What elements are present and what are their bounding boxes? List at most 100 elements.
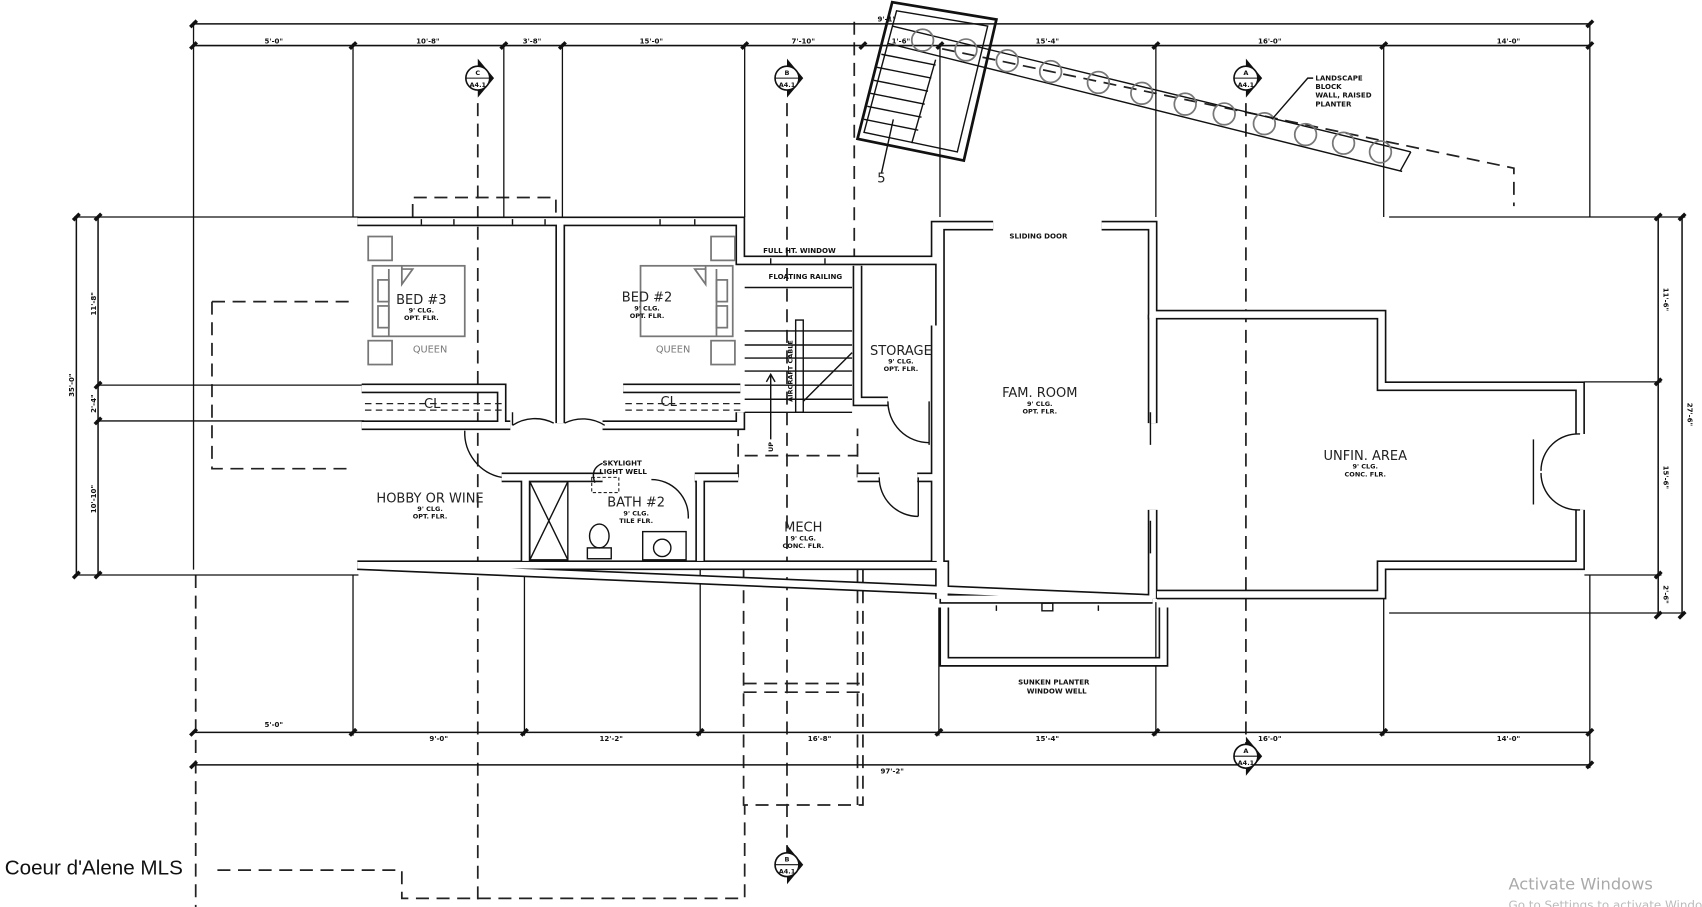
room-ceiling: 9' CLG. (791, 534, 817, 542)
section-sheet: A4.1 (779, 867, 796, 875)
room-ceiling: 9' CLG. (409, 306, 434, 314)
dim-right-overall: 27'-6" (1685, 403, 1694, 426)
room-name: STORAGE (870, 344, 932, 359)
room-floor: TILE FLR. (619, 517, 653, 525)
planter-note-2: WINDOW WELL (1027, 686, 1087, 695)
walls (357, 216, 1585, 667)
room-name: HOBBY OR WINE (376, 491, 483, 506)
room-ceiling: 9' CLG. (888, 357, 914, 365)
dimension-lines-right: 11'-6" 15'-6" 2'-6" 27'-6" (1389, 212, 1694, 620)
interior-stairs: AIRCRAFT CABLE UP (744, 286, 853, 452)
bed2-closet-label: CL (661, 395, 678, 410)
dim-left-overall: 35'-0" (67, 373, 76, 396)
dim-left-1: 11'-8" (89, 292, 98, 315)
room-name: UNFIN. AREA (1323, 449, 1407, 464)
section-letter: B (785, 69, 790, 77)
dim-top-1: 5'-0" (265, 36, 284, 45)
section-letter: A (1243, 69, 1248, 77)
room-ceiling: 9' CLG. (1027, 400, 1053, 408)
dim-top-8: 16'-0" (1258, 36, 1281, 45)
room-name: FAM. ROOM (1002, 386, 1077, 401)
room-bed2: BED #2 9' CLG. OPT. FLR. QUEEN (622, 291, 690, 356)
dimension-lines-bottom: 5'-0" 9'-0" 12'-2" 16'-8" 15'-4" 16'-0" … (189, 569, 1595, 776)
section-sheet: A4.1 (470, 81, 487, 89)
room-name: MECH (784, 521, 822, 536)
planter-shrubs (910, 28, 1393, 164)
room-floor: OPT. FLR. (630, 312, 665, 320)
dim-left-3: 10'-10" (89, 485, 98, 513)
dim-top-7: 15'-4" (1036, 36, 1059, 45)
activate-windows-subtitle: Go to Settings to activate Windows. (1508, 898, 1702, 907)
dim-right-1: 11'-6" (1662, 288, 1671, 311)
section-marker: C A4.1 (465, 58, 495, 98)
dim-top-2: 10'-8" (416, 36, 439, 45)
room-ceiling: 9' CLG. (623, 509, 648, 517)
skylight-note-1: SKYLIGHT (603, 458, 642, 467)
room-bath2: BATH #2 9' CLG. TILE FLR. (607, 496, 665, 525)
dim-bottom-3: 12'-2" (599, 734, 622, 743)
door-swings (464, 401, 1581, 519)
dim-left-2: 2'-4" (89, 394, 98, 413)
dim-bottom-overall: 97'-2" (880, 767, 903, 776)
room-bed3: BED #3 9' CLG. OPT. FLR. QUEEN (396, 293, 447, 356)
room-ceiling: 9' CLG. (1353, 463, 1379, 471)
room-hobby: HOBBY OR WINE 9' CLG. OPT. FLR. (376, 491, 483, 520)
section-letter: B (785, 855, 790, 863)
dim-right-2: 15'-6" (1662, 466, 1671, 489)
room-name: BED #3 (396, 293, 446, 308)
closets: CL CL (364, 395, 741, 412)
room-floor: OPT. FLR. (1022, 407, 1057, 415)
room-name: BED #2 (622, 291, 672, 306)
section-sheet: A4.1 (1238, 759, 1255, 767)
dim-right-3: 2'-6" (1662, 585, 1671, 604)
bed-3-queen (367, 235, 466, 366)
dimension-lines-left: 35'-0" 11'-8" 2'-4" 10'-10" (67, 212, 364, 580)
planter-note-1: SUNKEN PLANTER (1018, 678, 1090, 687)
dim-top-9: 14'-0" (1497, 36, 1520, 45)
room-unfin-area: UNFIN. AREA 9' CLG. CONC. FLR. (1323, 449, 1407, 478)
mls-watermark: Coeur d'Alene MLS (5, 856, 183, 879)
dim-top-6: 1'-6" (892, 36, 911, 45)
room-ceiling: 9' CLG. (417, 505, 443, 513)
room-floor: CONC. FLR. (783, 542, 824, 550)
landscape-note-4: PLANTER (1315, 99, 1352, 108)
dim-top-4: 15'-0" (640, 36, 663, 45)
dim-top-5: 7'-10" (792, 36, 815, 45)
bed-2-queen (639, 235, 736, 366)
dashed-reference-lines (194, 21, 1515, 907)
bed-size-label: QUEEN (413, 345, 447, 356)
section-letter: C (475, 69, 480, 77)
section-marker: A A4.1 (1233, 736, 1263, 776)
bed3-closet-label: CL (424, 397, 441, 412)
full-ht-window-note: FULL HT. WINDOW (763, 246, 836, 255)
room-storage: STORAGE 9' CLG. OPT. FLR. (870, 344, 932, 373)
landscape-note-3: WALL, RAISED (1315, 91, 1371, 100)
dim-bottom-1: 5'-0" (265, 720, 284, 729)
section-marker: B A4.1 (774, 845, 804, 885)
dim-bottom-4: 16'-8" (808, 734, 831, 743)
dimension-lines-top: 5'-0" 10'-8" 3'-8" 15'-0" 7'-10" 1'-6" 1… (189, 15, 1595, 570)
room-mech: MECH 9' CLG. CONC. FLR. (783, 521, 824, 550)
toilet-icon (588, 523, 610, 549)
sink-icon (652, 538, 672, 558)
activate-windows-title: Activate Windows (1508, 875, 1652, 894)
landscape-note-1: LANDSCAPE (1315, 73, 1363, 82)
raised-planter: LANDSCAPE BLOCK WALL, RAISED PLANTER (887, 25, 1412, 173)
dim-bottom-6: 16'-0" (1258, 734, 1281, 743)
section-marker: A A4.1 (1233, 58, 1263, 98)
skylight-leader (592, 462, 603, 484)
bath-fixtures (529, 476, 687, 561)
skylight-note-2: LIGHT WELL (599, 467, 647, 476)
section-sheet: A4.1 (1238, 81, 1255, 89)
floating-railing-note: FLOATING RAILING (769, 272, 843, 281)
landscape-note-2: BLOCK (1315, 82, 1342, 91)
dim-bottom-7: 14'-0" (1497, 734, 1520, 743)
section-marker: B A4.1 (774, 58, 804, 98)
stair-riser-count: 5 (877, 171, 885, 186)
sliding-door-note: SLIDING DOOR (1009, 232, 1068, 241)
dim-top-3: 3'-8" (523, 36, 542, 45)
dim-bottom-5: 15'-4" (1036, 734, 1059, 743)
room-floor: OPT. FLR. (884, 365, 919, 373)
section-letter: A (1243, 747, 1248, 755)
